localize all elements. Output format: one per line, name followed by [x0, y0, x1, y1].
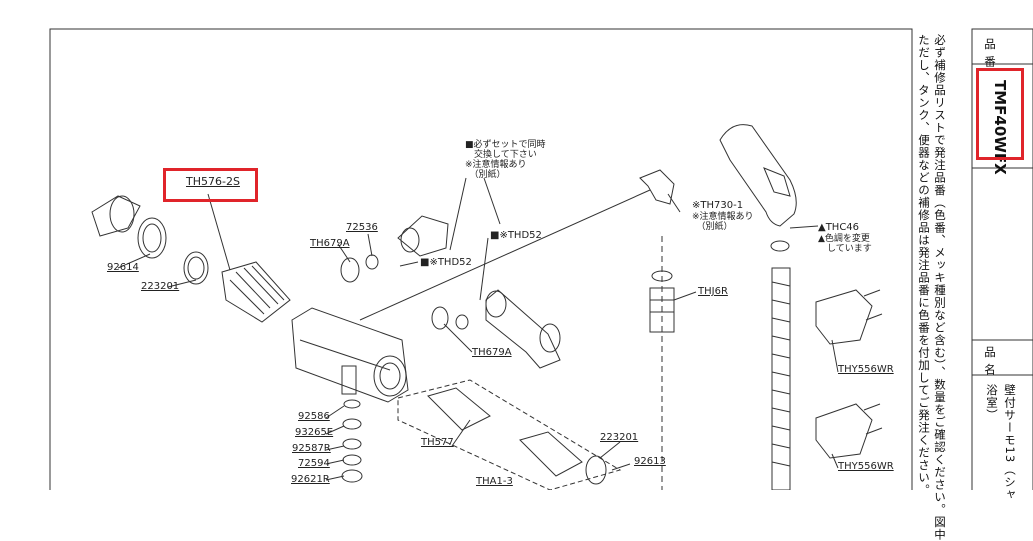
label-th577: TH577: [421, 437, 454, 448]
exploded-view-drawing: [49, 28, 1033, 490]
label-92586: 92586: [298, 411, 330, 422]
cartridge-group-frame: [397, 379, 622, 490]
title-block-frame: [971, 28, 1033, 490]
part-92587r: [342, 438, 362, 450]
label-93265e: 93265E: [295, 427, 334, 438]
part-number-highlight: [976, 68, 1024, 160]
cartridge-th577: [427, 387, 491, 431]
thc46-note: ▲色調を変更 しています: [818, 234, 872, 254]
label-92587r: 92587R: [292, 443, 331, 454]
ring-223201: [183, 251, 209, 285]
label-thd52-mid: ■※THD52: [420, 257, 472, 268]
label-92613: 92613: [634, 456, 666, 467]
washer-low: [455, 314, 469, 330]
label-223201-a: 223201: [141, 281, 180, 292]
label-th576-highlight: [163, 168, 258, 202]
label-thy556wr-2: THY556WR: [838, 461, 894, 472]
part-72594: [342, 454, 362, 466]
washer-thc46: [770, 240, 790, 252]
label-thd52-right: ■※THD52: [490, 230, 542, 241]
label-92614: 92614: [107, 262, 139, 273]
ring-92614: [137, 217, 167, 259]
nut-th679a-low: [431, 306, 449, 330]
elbow-th730: [639, 169, 675, 205]
label-thj6r: THJ6R: [698, 286, 728, 297]
label-th576-2s: TH576-2S: [186, 175, 240, 188]
instruction-line-2: ただし、タンク、便器などの補修品は発注品番に色番を付加してご発注ください。: [917, 34, 931, 497]
label-th679a-low: TH679A: [472, 347, 512, 358]
label-72594: 72594: [298, 458, 330, 469]
label-th730-1: ※TH730-1: [692, 200, 744, 211]
body-port: [373, 355, 407, 397]
washer-72536: [365, 254, 379, 270]
faucet-body: [291, 307, 409, 403]
drawing-frame: [49, 28, 913, 490]
part-93265e: [342, 418, 362, 430]
hose-line: [359, 189, 651, 321]
label-th679a-top: TH679A: [310, 238, 350, 249]
arm-thd52: [485, 289, 561, 369]
label-thc46: ▲THC46: [818, 222, 860, 233]
instruction-line-1: 必ず補修品リストで発注品番（色番、メッキ種別など含む）、数量をご確認ください。図…: [933, 34, 947, 541]
parts-diagram-sheet: 品 番 TMF40WFX 品 名 壁付サーモ13（シャ 浴室） 必ず補修品リスト…: [49, 28, 1033, 541]
part-92586: [343, 399, 361, 409]
ring-part-a: [109, 195, 135, 233]
cartridge-tha1: [519, 431, 583, 477]
product-name: 壁付サーモ13（シャ: [1003, 384, 1017, 501]
shower-head: [719, 124, 797, 227]
ring-223201-b: [585, 455, 607, 485]
part-92621r: [341, 469, 363, 483]
th730-note: ※注意情報あり （別紙）: [692, 212, 754, 232]
valve-thd52-top: [397, 215, 449, 257]
field-label-hinban: 品 番: [983, 38, 997, 68]
field-label-hinmei: 品 名: [983, 346, 997, 376]
label-thy556wr-1: THY556WR: [838, 364, 894, 375]
nut-th679a-top: [340, 257, 360, 283]
product-name-2: 浴室）: [985, 384, 999, 422]
shower-hose: [771, 267, 791, 490]
cartridge-th576: [221, 261, 291, 323]
part-number: TMF40WFX: [991, 80, 1009, 175]
hook-thy556-1: [815, 289, 873, 345]
label-tha1-3: THA1-3: [476, 476, 513, 487]
label-92621r: 92621R: [291, 474, 330, 485]
hook-thy556-2: [815, 403, 873, 459]
set-replacement-note: ■必ずセットで同時 交換して下さい ※注意情報あり （別紙）: [465, 140, 546, 180]
body-spout: [341, 365, 357, 395]
label-223201-b: 223201: [600, 432, 639, 443]
label-72536: 72536: [346, 222, 378, 233]
